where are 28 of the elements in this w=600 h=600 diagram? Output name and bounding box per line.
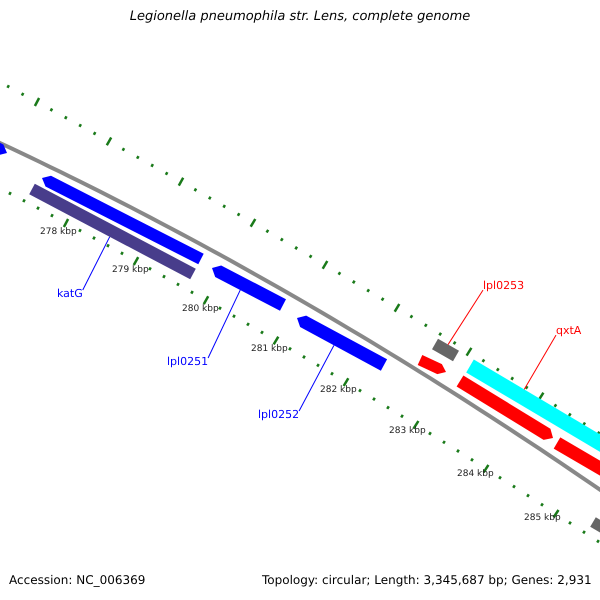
gene-label: lpl0253	[483, 280, 524, 292]
gene-feature	[418, 355, 446, 374]
gene-feature	[456, 376, 553, 440]
leader-line	[298, 344, 334, 412]
scale-label: 281 kbp	[251, 345, 288, 355]
leader-line	[524, 334, 556, 390]
scale-label: 282 kbp	[320, 386, 357, 396]
scale-label: 280 kbp	[182, 305, 219, 315]
leader-line	[208, 290, 241, 358]
gene-feature	[297, 316, 388, 371]
gene-label: katG	[57, 288, 83, 300]
gene-feature	[0, 142, 7, 156]
scale-label: 285 kbp	[524, 514, 561, 524]
gene-label: qxtA	[556, 325, 582, 338]
leader-line	[82, 236, 110, 290]
title: Legionella pneumophila str. Lens, complete genome	[128, 10, 472, 24]
gene-label: lpl0252	[258, 409, 300, 422]
leader-line	[448, 290, 484, 346]
gene-feature	[42, 176, 204, 264]
genome-summary: Topology: circular; Length: 3,345,687 bp; Genes: 2,931	[262, 574, 592, 588]
gene-feature	[29, 184, 196, 280]
scale-label: 279 kbp	[112, 266, 149, 276]
scale-label: 278 kbp	[40, 228, 77, 238]
gene-label: lpl0251	[167, 356, 208, 368]
gene-feature	[432, 338, 459, 362]
scale-label: 283 kbp	[389, 427, 426, 437]
accession-text: Accession: NC_006369	[9, 574, 146, 588]
scale-label: 284 kbp	[457, 470, 494, 480]
